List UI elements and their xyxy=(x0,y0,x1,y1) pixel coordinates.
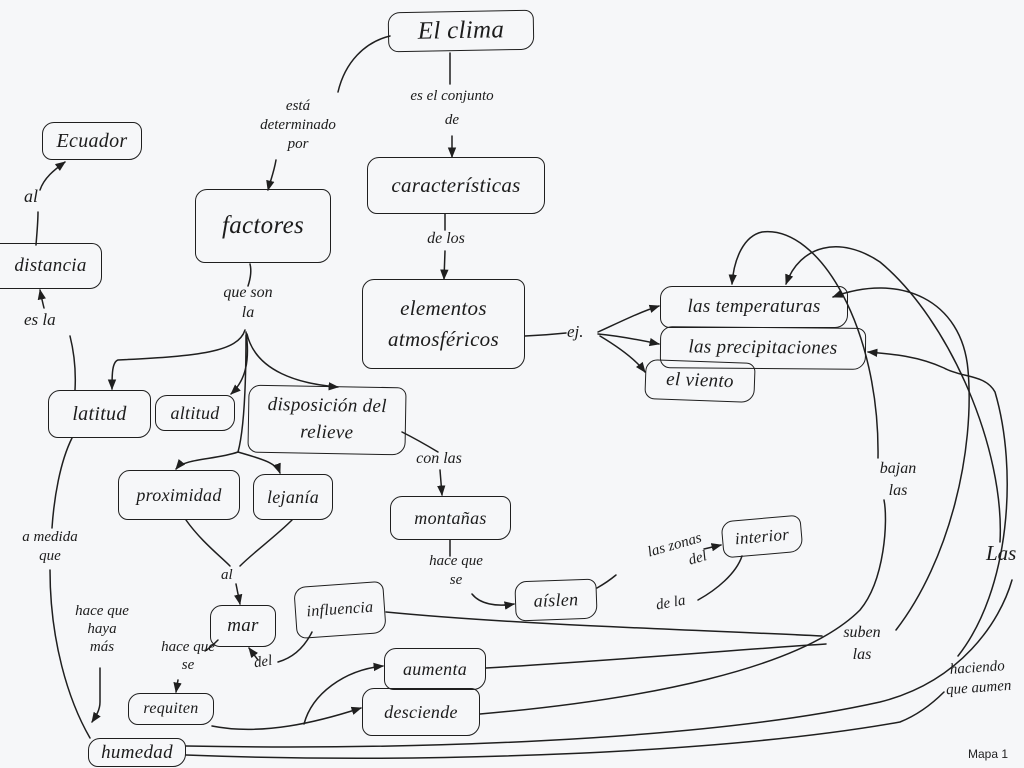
connector-lejania-al xyxy=(239,519,293,567)
link-label-a-medida-que: a medida que xyxy=(22,529,78,564)
node-influencia: influencia xyxy=(293,580,387,640)
connector-branch-lejania xyxy=(237,451,281,474)
connector-ej-viento xyxy=(599,335,646,373)
node-altitud: altitud xyxy=(155,395,235,431)
node-aumenta: aumenta xyxy=(384,648,486,690)
node-interior: interior xyxy=(720,514,804,559)
connector-conlas-montanas xyxy=(437,469,446,497)
connector-desciende-bajan xyxy=(479,499,887,715)
connector-suben-temperaturas xyxy=(832,287,970,631)
connector-influencia-right xyxy=(385,611,823,637)
node-elementos-atmosfericos: elementos atmosféricos xyxy=(362,279,525,369)
connector-al-mar xyxy=(234,583,243,606)
link-label-es-la: es la xyxy=(24,310,56,329)
connector-las-temperaturas xyxy=(785,246,1002,543)
connector-latitud-medida xyxy=(51,437,73,529)
node-aislen: aíslen xyxy=(514,578,598,622)
node-disposicion-del-relieve: disposición del relieve xyxy=(247,384,407,456)
link-label-hace-que-se-mar: hace que se xyxy=(161,639,215,673)
connector-elementos-ej xyxy=(524,332,567,337)
link-label-del: del xyxy=(252,652,274,672)
connector-medida-humedad xyxy=(49,569,91,739)
connector-del-mar xyxy=(248,647,259,661)
node-caracteristicas: características xyxy=(367,157,545,214)
connector-humedad-haciendo xyxy=(185,691,945,759)
connector-delos-elementos xyxy=(440,250,449,281)
link-label-hace-que-haya-mas: hace que haya más xyxy=(75,603,129,655)
connector-zonas-interior xyxy=(703,543,723,552)
connector-determinado-factores xyxy=(266,159,277,192)
node-factores: factores xyxy=(195,189,331,263)
link-label-es-el-conjunto-de: es el conjunto de xyxy=(410,88,494,128)
link-label-hace-que-se-montanas: hace que se xyxy=(429,553,483,588)
node-el-clima: El clima xyxy=(387,9,535,53)
connector-branch-proximidad xyxy=(175,451,239,470)
link-label-haciendo-que-aumen: haciendo que aumen xyxy=(945,658,1012,699)
link-label-al-ecuador: al xyxy=(24,186,39,206)
connector-lines xyxy=(35,35,1013,759)
link-label-suben-las: suben las xyxy=(843,624,881,663)
link-label-esta-determinado-por: está determinado por xyxy=(260,98,336,152)
node-lejania: lejanía xyxy=(253,474,333,520)
connector-requiten-desciende xyxy=(211,706,362,731)
connector-al-ecuador xyxy=(39,161,66,191)
node-distancia: distancia xyxy=(0,243,102,289)
connector-aumenta-suben xyxy=(485,643,827,669)
node-proximidad: proximidad xyxy=(118,470,240,520)
node-requiten: requiten xyxy=(128,693,214,725)
node-desciende: desciende xyxy=(362,688,480,736)
connector-haya-humedad xyxy=(91,667,101,723)
connector-factores-queson xyxy=(247,263,252,287)
connector-hace-aislen xyxy=(471,593,516,610)
connector-hace-requiten xyxy=(173,679,182,694)
link-label-con-las: con las xyxy=(416,450,462,467)
connector-influencia-del xyxy=(277,631,313,663)
link-label-que-son-la: que son la xyxy=(223,284,273,321)
connector-distancia-al xyxy=(35,211,39,246)
node-humedad: humedad xyxy=(88,738,186,767)
connector-clima-determinado xyxy=(337,35,391,93)
link-label-las-right: Las xyxy=(986,541,1017,565)
connector-relieve-conlas xyxy=(401,431,439,453)
connector-latitud-esla xyxy=(69,335,76,391)
connector-ej-temperaturas xyxy=(597,304,661,333)
node-montanas: montañas xyxy=(390,496,511,540)
connector-la-relieve xyxy=(246,333,340,391)
connector-humedad-las xyxy=(185,579,1013,748)
node-las-temperaturas: las temperaturas xyxy=(660,286,848,328)
link-label-bajan-las: bajan las xyxy=(879,460,917,499)
node-el-viento: el viento xyxy=(644,359,756,403)
connector-bajan-temperaturas xyxy=(728,231,879,459)
connector-la-branch xyxy=(237,334,247,453)
connector-requiten-aumenta xyxy=(303,662,385,725)
link-label-de-los: de los xyxy=(427,230,465,247)
connector-proximidad-al xyxy=(185,519,231,567)
connector-esla-distancia xyxy=(37,288,46,309)
connector-haciendo-precipitaciones xyxy=(866,348,1008,657)
node-ecuador: Ecuador xyxy=(42,122,142,160)
link-label-al-mar: al xyxy=(221,567,233,583)
connector-interior-dela xyxy=(697,555,743,601)
node-latitud: latitud xyxy=(48,390,151,438)
node-mar: mar xyxy=(210,605,276,647)
connector-ej-precipitaciones xyxy=(597,333,661,347)
map-caption: Mapa 1 xyxy=(968,747,1009,761)
connector-la-latitud xyxy=(107,329,246,391)
connector-aislen-zonas xyxy=(596,574,617,589)
link-label-ej: ej. xyxy=(567,322,584,341)
